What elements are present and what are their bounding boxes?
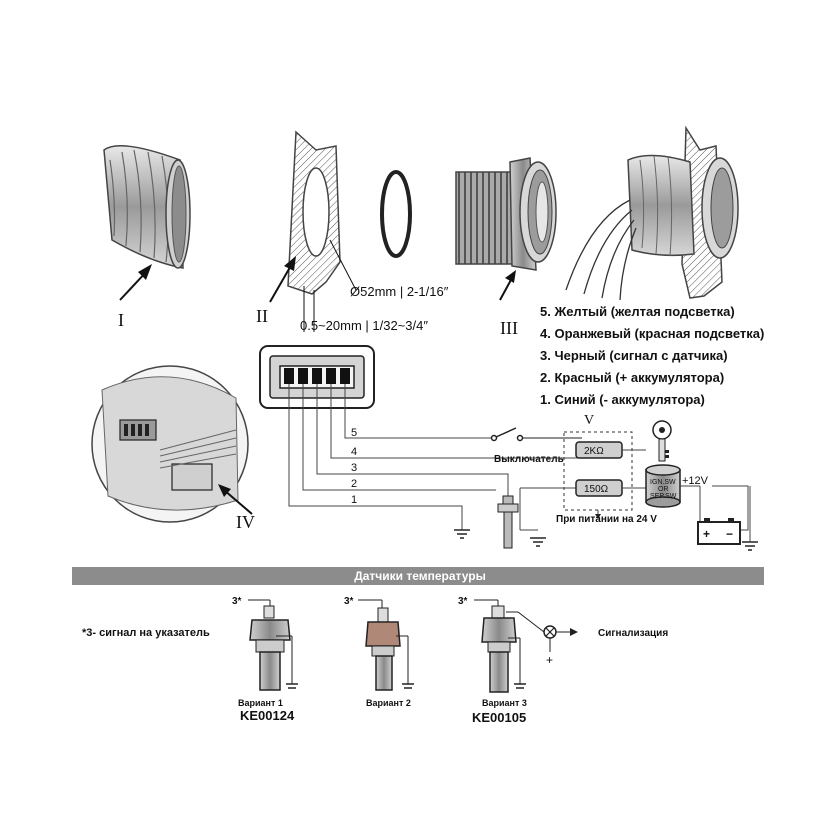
resistor-2k: 2KΩ [575,441,623,459]
svg-text:−: − [726,527,733,541]
pointer-line [223,489,253,515]
ignition-label: OR [658,486,669,493]
resistor-150: 150Ω [575,479,623,497]
knurled-nut [103,145,191,269]
plus-sign: + [546,653,553,667]
resistor-150-value: 150Ω [584,484,609,495]
pointer-arrowhead [284,256,296,271]
wire-legend-item: 3. Черный (сигнал с датчика) [540,348,728,363]
ground-symbol [454,529,470,539]
ignition-switch: IGN.SW OR SEP.SW [645,464,681,508]
part-label-3: III [500,318,518,338]
sensors-header-bar [72,567,764,585]
part-label-2: II [256,306,268,326]
sensor-variant-2: 3* Вариант 2 [344,596,414,708]
variant-label: Вариант 3 [482,698,527,708]
wire [517,611,545,633]
sensors-header-title: Датчики температуры [354,569,486,583]
panel-plate [287,130,341,295]
product-code: KE00105 [472,710,526,725]
variant-label: Вариант 2 [366,698,411,708]
connector-detail-circle [91,365,249,523]
ground-symbol [742,541,758,551]
pointer-arrowhead [138,264,152,280]
part-label-1: I [118,310,124,330]
diameter-dimension: Ø52mm | 2-1/16″ [350,284,449,299]
pin-mark: 3* [458,596,468,607]
power-24v-note: При питании на 24 V [556,514,657,525]
wire-number: 2 [351,478,357,490]
pointer-line [499,277,513,301]
alarm-label: Сигнализация [598,628,668,639]
down-arrow-icon [595,514,601,519]
thickness-dimension: 0.5~20mm | 1/32~3/4″ [300,318,428,333]
svg-text:+: + [703,527,710,541]
voltage-label: +12V [682,475,709,487]
switch-label: Выключатель [494,454,564,465]
wire-number: 5 [351,427,357,439]
wire-number: 4 [351,446,357,458]
sensor-variant-1: 3* Вариант 1 KE00124 [232,596,298,723]
pointer-line [269,261,294,303]
wire-legend-item: 2. Красный (+ аккумулятора) [540,370,724,385]
wire-bundle [288,384,520,530]
ground-symbol [530,537,546,547]
part-label-5: V [584,413,594,428]
wire-legend-item: 1. Синий (- аккумулятора) [540,392,705,407]
part-label-4: IV [236,512,255,532]
pin-mark: 3* [344,596,354,607]
wire-legend-item: 4. Оранжевый (красная подсветка) [540,326,764,341]
product-code: KE00124 [240,708,295,723]
resistor-2k-value: 2KΩ [584,446,604,457]
wire-number: 3 [351,462,357,474]
arrow-right-icon [570,628,578,636]
light-switch [490,427,582,442]
key-icon [652,420,672,462]
variant-label: Вариант 1 [238,698,283,708]
pointer-arrowhead [505,270,516,283]
sensor-variant-3: 3* Вариант 3 KE00105 [458,596,527,725]
o-ring [380,170,412,258]
wire-number: 1 [351,494,357,506]
sender-probe [497,495,519,549]
alarm-lamp-icon [543,625,557,639]
battery-icon: + − [697,518,741,545]
ignition-label: IGN.SW [650,479,676,486]
ignition-label: SEP.SW [650,493,677,500]
assembled-gauge [565,125,739,301]
pin-mark: 3* [232,596,242,607]
wire-legend-item: 5. Желтый (желтая подсветка) [540,304,735,319]
signal-note: *3- сигнал на указатель [82,627,210,639]
threaded-housing [455,157,557,271]
pointer-arrowhead [218,484,231,497]
dim-line [329,239,357,291]
